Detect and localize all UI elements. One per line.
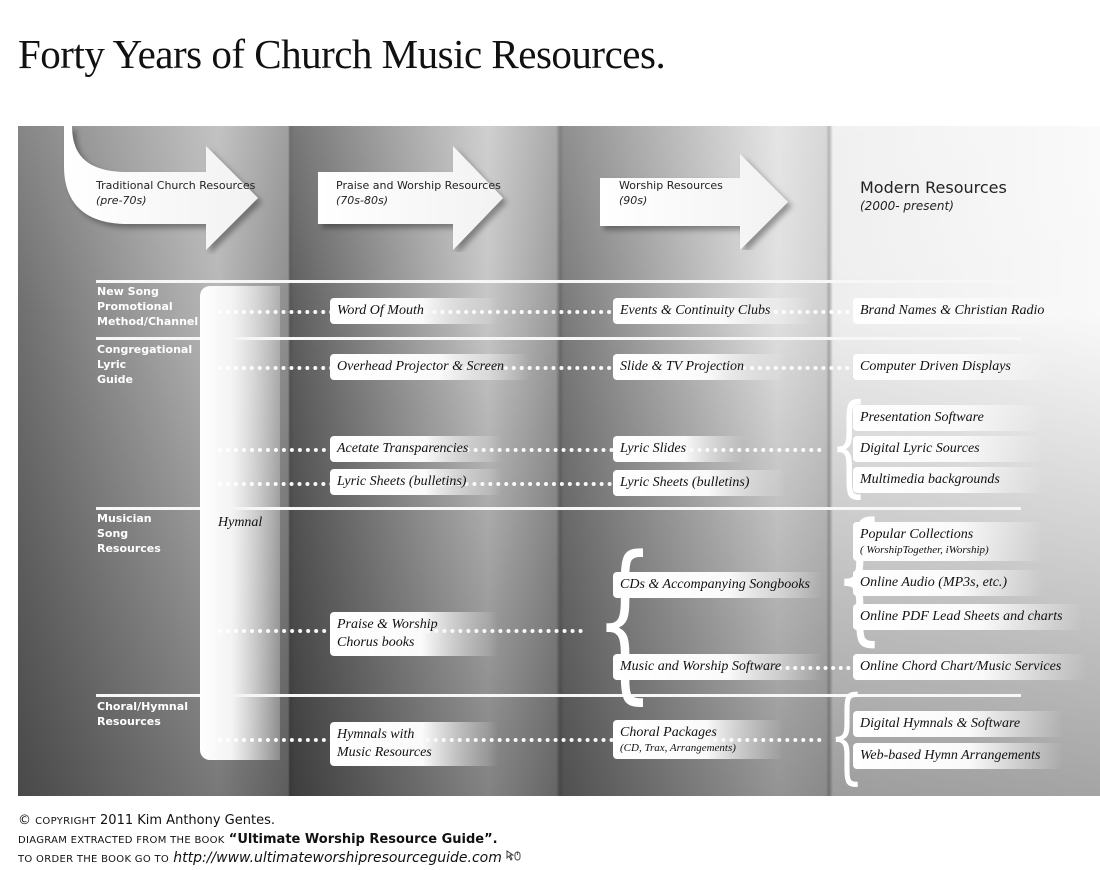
item-acetate-transparencies: Acetate Transparencies <box>330 436 502 462</box>
item-multimedia-backgrounds: Multimedia backgrounds <box>853 467 1043 493</box>
item-slide-tv: Slide & TV Projection <box>613 354 785 380</box>
row-label-promo: New Song Promotional Method/Channel <box>97 285 199 328</box>
item-digital-lyric-sources: Digital Lyric Sources <box>853 436 1043 462</box>
item-digital-hymnals: Digital Hymnals & Software <box>853 711 1063 737</box>
column-name: Modern Resources <box>860 178 1007 197</box>
column-period: (pre-70s) <box>96 194 147 207</box>
item-music-worship-software: Music and Worship Software <box>613 654 823 680</box>
connector-dots <box>218 366 858 370</box>
item-word-of-mouth: Word Of Mouth <box>330 298 498 324</box>
column-header-praise: Praise and Worship Resources (70s-80s) <box>336 178 501 208</box>
connector-dots <box>218 448 822 452</box>
arrow-worship-icon <box>600 154 788 250</box>
row-label-choral: Choral/Hymnal Resources <box>97 700 188 728</box>
column-period: (90s) <box>619 194 648 207</box>
item-online-audio: Online Audio (MP3s, etc.) <box>853 570 1043 596</box>
item-cds-songbooks: CDs & Accompanying Songbooks <box>613 572 823 598</box>
divider-line <box>96 507 1021 510</box>
item-events-clubs: Events & Continuity Clubs <box>613 298 813 324</box>
item-lyric-slides: Lyric Slides <box>613 436 743 462</box>
footer-copyright: © copyright 2011 Kim Anthony Gentes. <box>18 813 275 828</box>
divider-line <box>96 694 1021 697</box>
brace-musician-worship: { <box>594 519 655 720</box>
item-overhead-projector: Overhead Projector & Screen <box>330 354 530 380</box>
arrow-traditional-icon <box>64 126 258 250</box>
connector-dots <box>218 310 858 314</box>
item-popular-collections: Popular Collections ( WorshipTogether, i… <box>853 522 1043 561</box>
hymnal-label: Hymnal <box>218 515 263 530</box>
column-period: (70s-80s) <box>336 194 389 207</box>
column-header-traditional: Traditional Church Resources (pre-70s) <box>96 178 255 208</box>
column-header-worship: Worship Resources (90s) <box>619 178 723 208</box>
item-online-chord: Online Chord Chart/Music Services <box>853 654 1087 680</box>
column-name: Worship Resources <box>619 179 723 192</box>
item-lyric-sheets-90s: Lyric Sheets (bulletins) <box>613 470 785 496</box>
item-brand-radio: Brand Names & Christian Radio <box>853 298 1077 324</box>
item-online-pdf: Online PDF Lead Sheets and charts <box>853 604 1083 630</box>
row-label-lyric: Congregational Lyric Guide <box>97 343 193 386</box>
column-period: (2000- present) <box>860 199 954 213</box>
item-lyric-sheets-70s: Lyric Sheets (bulletins) <box>330 469 502 495</box>
column-header-modern: Modern Resources (2000- present) <box>860 178 1007 216</box>
item-computer-displays: Computer Driven Displays <box>853 354 1053 380</box>
hymnal-bar <box>200 286 280 760</box>
arrow-praise-icon <box>318 146 503 250</box>
row-label-musician: Musician Song Resources <box>97 512 161 555</box>
footer-diagram-source: diagram extracted from the book “Ultimat… <box>18 832 498 847</box>
item-choral-packages: Choral Packages (CD, Trax, Arrangements) <box>613 720 783 759</box>
mouse-pointer-icon <box>506 850 521 861</box>
item-web-hymn: Web-based Hymn Arrangements <box>853 743 1063 769</box>
footer-url-link[interactable]: http://www.ultimateworshipresourceguide.… <box>173 850 502 866</box>
column-name: Traditional Church Resources <box>96 179 256 192</box>
divider-line <box>96 337 1021 340</box>
diagram-panel: Traditional Church Resources (pre-70s) P… <box>18 126 1100 796</box>
connector-dots <box>218 738 822 742</box>
item-presentation-software: Presentation Software <box>853 405 1043 431</box>
footer-order: to order the book go to http://www.ultim… <box>18 850 522 866</box>
page-title: Forty Years of Church Music Resources. <box>18 31 666 77</box>
divider-line <box>96 280 1021 283</box>
column-name: Praise and Worship Resources <box>336 179 501 192</box>
